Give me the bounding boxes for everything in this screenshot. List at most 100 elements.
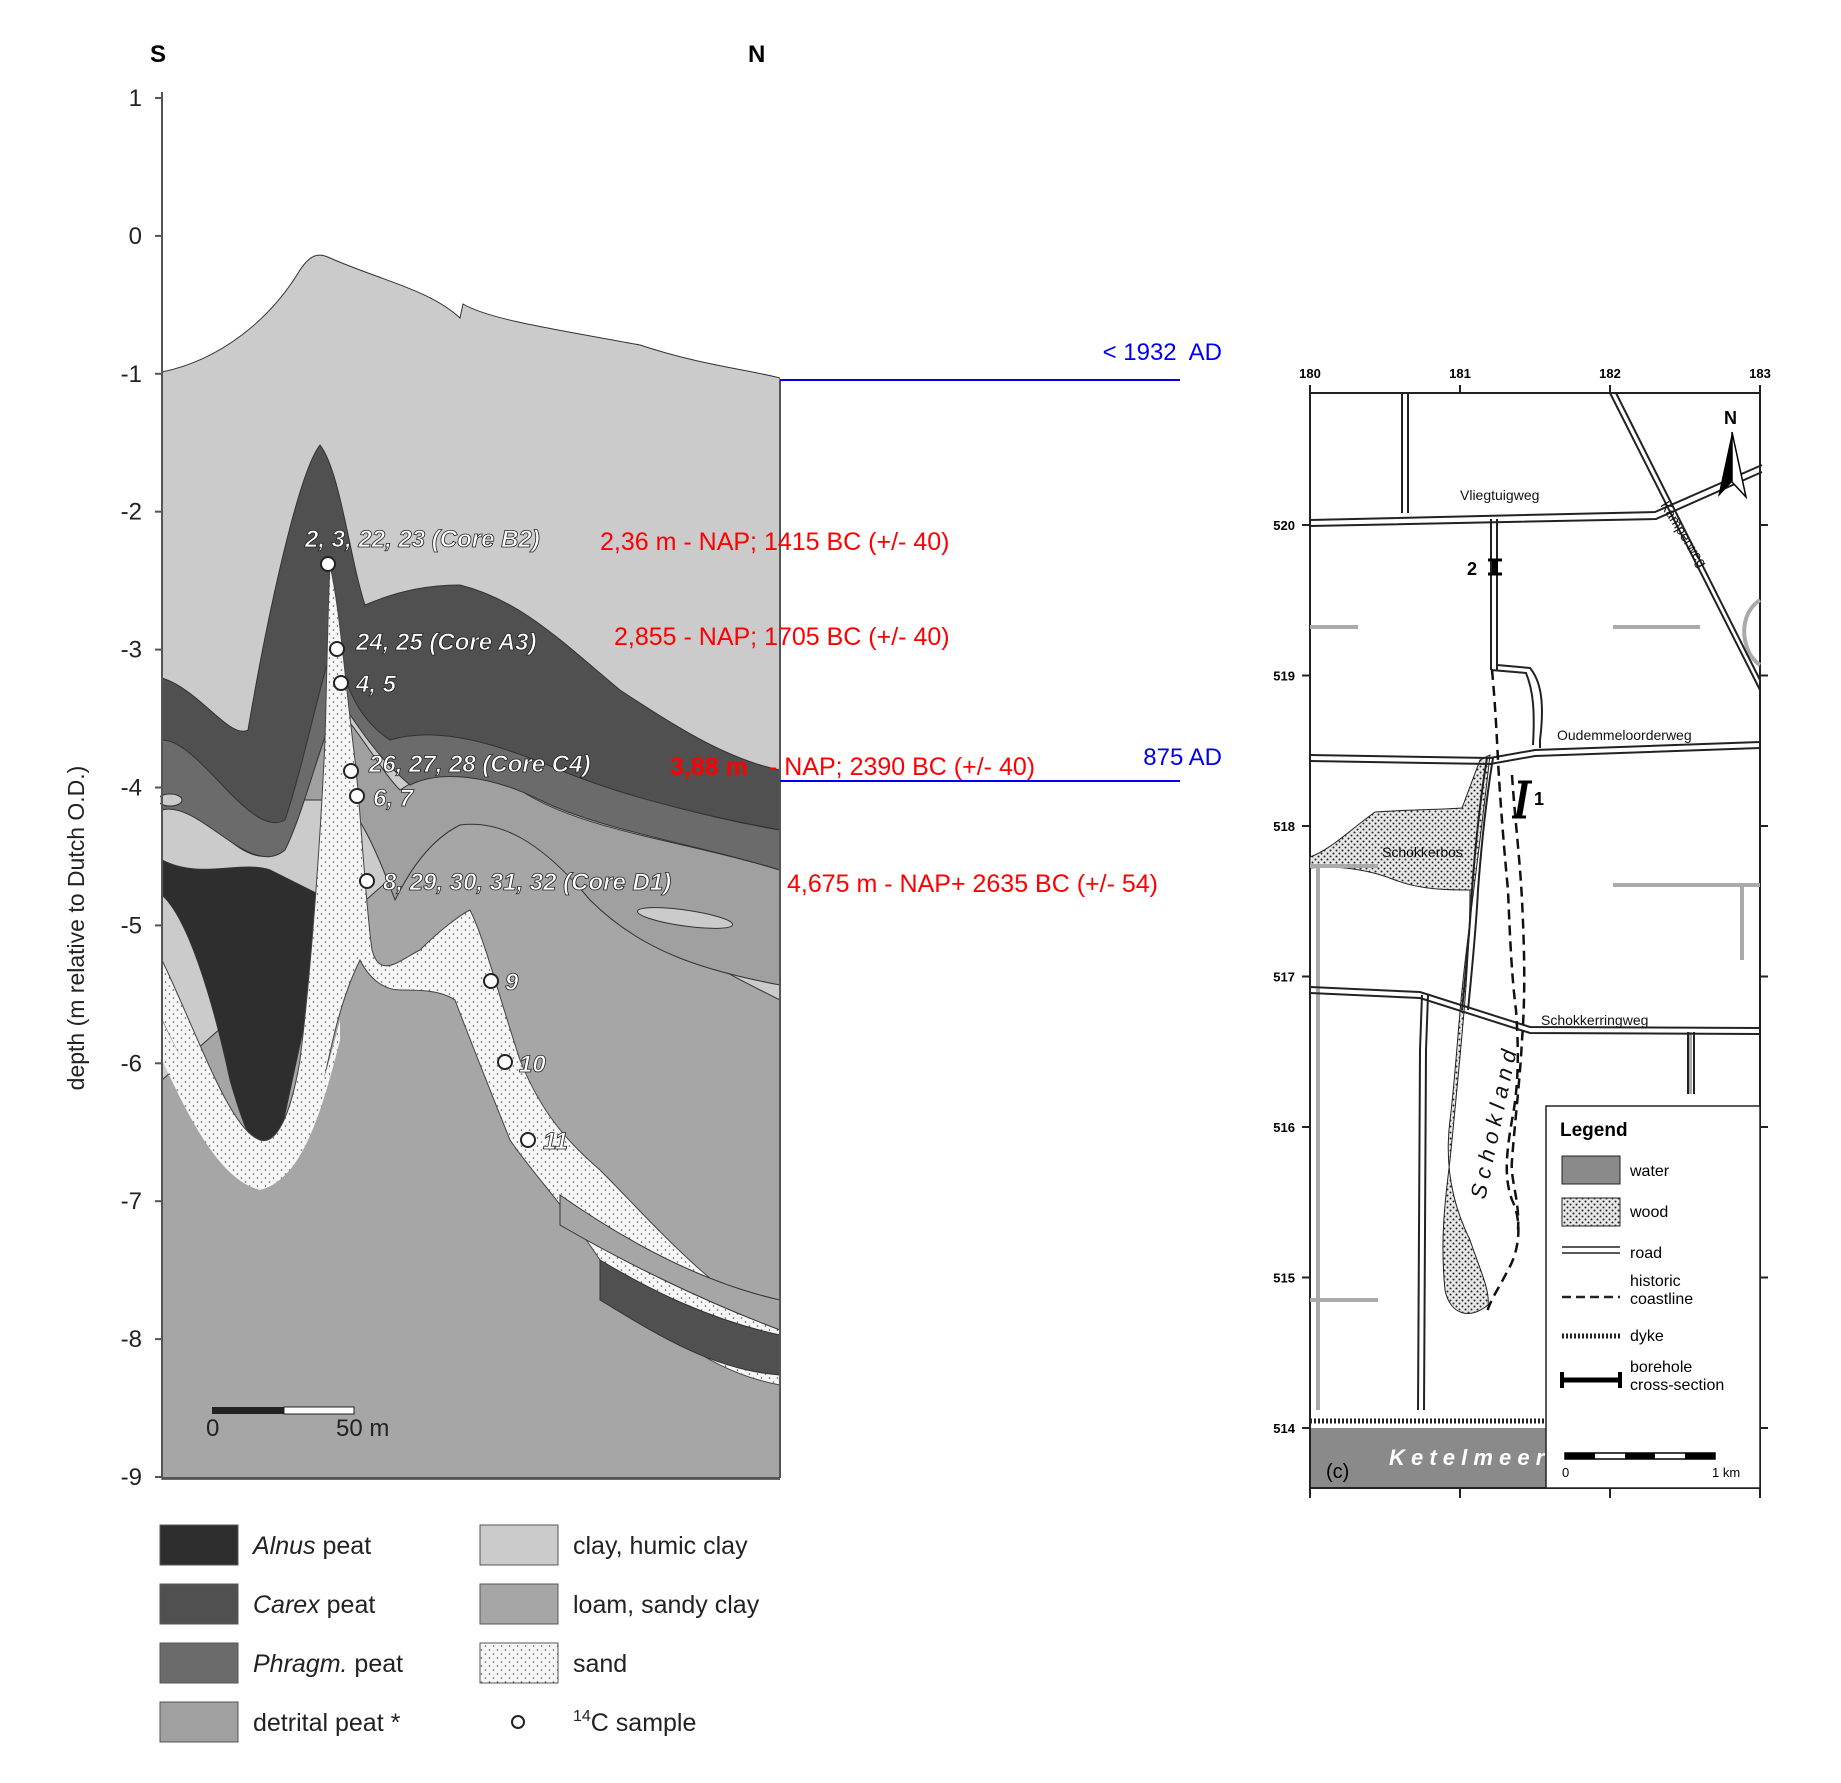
- legend-swatch: [479, 1524, 559, 1566]
- map-y-tick-label: 517: [1273, 970, 1295, 985]
- y-tick-label: 1: [129, 85, 142, 112]
- map-y-tick-label: 520: [1273, 518, 1295, 533]
- direction-south: S: [150, 41, 166, 68]
- borehole-1: [1512, 780, 1532, 819]
- sample-label: 9: [505, 969, 519, 996]
- parcel-lines: [1310, 598, 1762, 1410]
- map-x-tick-label: 181: [1449, 366, 1471, 381]
- sand-fringe: [162, 1020, 340, 1190]
- boreholes: 2 1: [1467, 558, 1544, 819]
- map-x-tick-label: 183: [1749, 366, 1771, 381]
- sample-label: 4, 5: [355, 671, 397, 698]
- y-axis-label: depth (m relative to Dutch O.D.): [63, 766, 89, 1091]
- legend-label: clay, humic clay: [573, 1532, 748, 1560]
- north-arrow-icon: [1718, 432, 1732, 497]
- date-annotations: 2,36 m - NAP; 1415 BC (+/- 40) 2,855 - N…: [600, 528, 1158, 898]
- legend-label: detrital peat *: [253, 1709, 401, 1737]
- sample-label: 2, 3, 22, 23 (Core B2): [304, 526, 540, 553]
- legend-swatch: [479, 1583, 559, 1625]
- y-axis-ticks: 10-1-2-3-4-5-6-7-8-9: [121, 85, 162, 1491]
- map-y-tick-label: 514: [1273, 1421, 1295, 1436]
- map-scale-start: 0: [1562, 1465, 1569, 1480]
- legend-wood-label: wood: [1629, 1204, 1668, 1221]
- borehole-1-label: 1: [1534, 789, 1544, 809]
- legend-label: loam, sandy clay: [573, 1591, 760, 1619]
- place-oudemmeloorderweg: Oudemmeloorderweg: [1557, 727, 1692, 743]
- sample-point: [329, 641, 345, 657]
- historic-coastline: [1484, 669, 1526, 1316]
- sample-point: [320, 556, 336, 572]
- direction-north: N: [748, 41, 765, 68]
- legend-swatch-sample: [511, 1715, 525, 1729]
- sample-label: 11: [543, 1128, 568, 1155]
- legend-wood-swatch: [1561, 1197, 1621, 1227]
- legend-swatch: [159, 1642, 239, 1684]
- sample-label: 24, 25 (Core A3): [355, 629, 537, 656]
- map-x-tick-label: 182: [1599, 366, 1621, 381]
- panel-label: (c): [1326, 1461, 1349, 1483]
- borehole-2-label: 2: [1467, 559, 1477, 579]
- sample-point: [497, 1054, 513, 1070]
- y-tick-label: -1: [121, 361, 142, 388]
- sample-point: [333, 675, 349, 691]
- legend-label: 14C sample: [573, 1708, 696, 1737]
- north-label: N: [1724, 408, 1737, 428]
- roads: [1309, 392, 1763, 1411]
- sample-labels: 2, 3, 22, 23 (Core B2) 24, 25 (Core A3) …: [304, 526, 672, 1156]
- legend-borehole-label: borehole cross-section: [1630, 1359, 1724, 1394]
- sample-label: 8, 29, 30, 31, 32 (Core D1): [383, 869, 671, 896]
- y-tick-label: -7: [121, 1188, 142, 1215]
- y-tick-label: -5: [121, 912, 142, 939]
- date-annotation: 4,675 m - NAP+ 2635 BC (+/- 54): [787, 870, 1158, 898]
- strata: [160, 254, 780, 1480]
- water-ketelmeer: [1311, 1428, 1547, 1487]
- lens-left: [160, 793, 183, 807]
- legend-label: Alnus peat: [251, 1532, 371, 1560]
- borehole-2: [1488, 558, 1502, 576]
- legend-swatch: [159, 1701, 239, 1743]
- sample-point: [520, 1132, 536, 1148]
- level-label-1932: < 1932 AD: [1103, 339, 1222, 366]
- layer-alnus-peat: [161, 859, 331, 1156]
- place-vliegtuigweg: Vliegtuigweg: [1460, 487, 1539, 503]
- north-arrow: N: [1718, 408, 1748, 500]
- lens-right: [636, 907, 734, 929]
- place-ketelmeer: K e t e l m e e r: [1389, 1445, 1546, 1470]
- legend-water-label: water: [1629, 1163, 1670, 1180]
- place-schokkerringweg: Schokkerringweg: [1541, 1012, 1648, 1028]
- scale-bar: 0 50 m: [206, 1406, 389, 1442]
- map-scale-bar: 0 1 km: [1562, 1452, 1740, 1480]
- y-tick-label: 0: [129, 223, 142, 250]
- legend-label: sand: [573, 1650, 627, 1678]
- sample-label: 26, 27, 28 (Core C4): [368, 751, 590, 778]
- cross-section: S N 10: [63, 41, 1222, 1743]
- legend-swatch: [159, 1524, 239, 1566]
- layer-carex-peat: [161, 444, 780, 831]
- legend-road-label: road: [1630, 1245, 1662, 1262]
- level-label-875: 875 AD: [1143, 744, 1222, 771]
- map-y-tick-label: 516: [1273, 1120, 1295, 1135]
- place-schokkerbos: Schokkerbos: [1382, 844, 1463, 860]
- layer-lower-dark-band: [599, 1259, 780, 1376]
- map-legend: Legend water wood road historic coastlin…: [1545, 1105, 1761, 1489]
- legend-swatch: [159, 1583, 239, 1625]
- date-annotation: - NAP; 2390 BC (+/- 40): [769, 753, 1035, 781]
- y-tick-label: -2: [121, 499, 142, 526]
- sample-label: 10: [519, 1051, 546, 1078]
- scale-start-label: 0: [206, 1415, 219, 1442]
- legend-coastline-label: historic coastline: [1630, 1273, 1693, 1308]
- map-y-tick-label: 518: [1273, 819, 1295, 834]
- y-tick-label: -3: [121, 637, 142, 664]
- legend-water-swatch: [1561, 1155, 1621, 1185]
- sample-point: [343, 763, 359, 779]
- sample-point: [483, 973, 499, 989]
- y-tick-label: -8: [121, 1326, 142, 1353]
- date-annotation: 2,855 - NAP; 1705 BC (+/- 40): [614, 623, 950, 651]
- legend-swatch: [479, 1642, 559, 1684]
- legend-label: Phragm. peat: [253, 1650, 403, 1678]
- map-scale-end: 1 km: [1712, 1465, 1740, 1480]
